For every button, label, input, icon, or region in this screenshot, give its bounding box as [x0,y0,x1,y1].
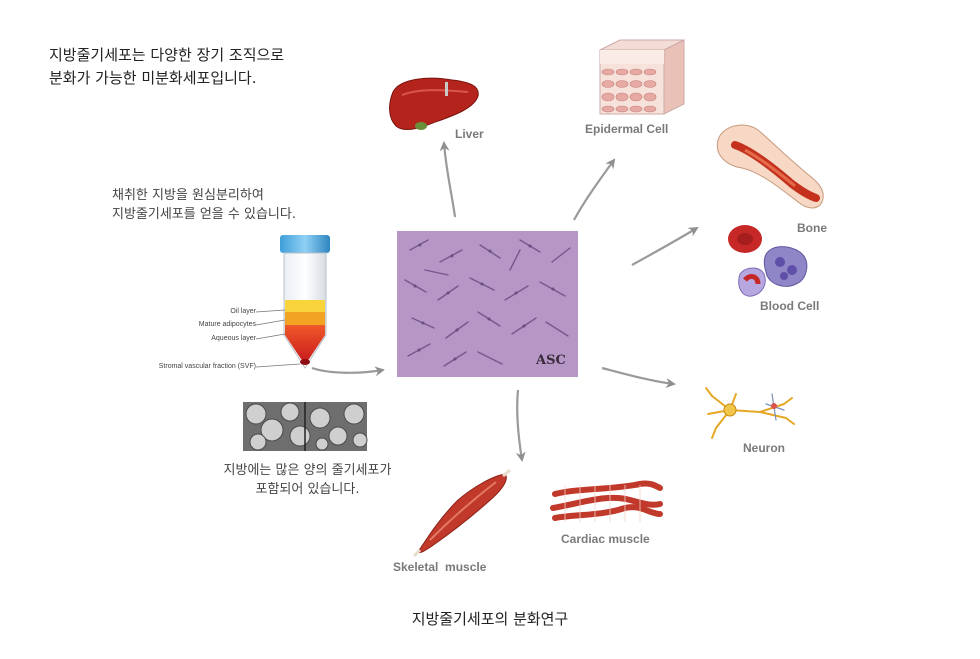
epidermal-image [599,39,685,115]
differentiation-arrows [311,141,699,462]
fat-note-line-1: 지방에는 많은 양의 줄기세포가 [223,463,392,478]
asc-label: ASC [536,353,566,368]
label-neuron: Neuron [743,441,785,455]
label-cardiac-muscle: Cardiac muscle [561,532,650,546]
liver-image [389,77,479,131]
intro-text: 지방줄기세포는 다양한 장기 조직으로 분화가 가능한 미분화세포입니다. [49,44,284,90]
cardiac-muscle-image [550,480,663,522]
tube-leader-lines [255,309,301,368]
arrow-tube-to-asc [311,366,385,377]
label-oil-layer: Oil layer [230,308,256,315]
harvest-note-line-1: 채취한 지방을 원심분리하여 [112,188,264,203]
fat-note-line-2: 포함되어 있습니다. [255,482,360,497]
label-blood-cell: Blood Cell [760,299,820,313]
asc-micrograph [397,231,578,377]
arrow-to-bone [631,226,699,266]
aqueous-layer [285,325,325,365]
label-aqueous-layer: Aqueous layer [211,335,256,342]
arrow-to-neuron [601,366,676,388]
harvest-note-line-2: 지방줄기세포를 얻을 수 있습니다. [112,207,296,222]
tube-cap [280,235,330,253]
arrow-to-muscle [515,389,526,462]
bone-image [716,124,824,209]
centrifuge-tube [280,235,330,369]
fat-sem-image [243,402,368,451]
label-epidermal-cell: Epidermal Cell [585,122,669,136]
svf-pellet [300,359,310,365]
fat-note: 지방에는 많은 양의 줄기세포가 포함되어 있습니다. [205,461,410,499]
blood-cells-image [728,225,808,297]
intro-line-1: 지방줄기세포는 다양한 장기 조직으로 [49,46,285,64]
oil-layer [285,300,325,312]
label-liver: Liver [455,127,484,141]
label-mature-adipocytes: Mature adipocytes [198,321,256,328]
label-bone: Bone [797,221,827,235]
label-skeletal-muscle: Skeletal muscle [393,560,487,574]
harvest-note: 채취한 지방을 원심분리하여 지방줄기세포를 얻을 수 있습니다. [112,186,296,224]
arrow-to-epidermal [573,158,616,221]
label-svf: Stromal vascular fraction (SVF) [158,363,256,370]
neuron-image [705,387,795,439]
arrow-to-liver [439,141,457,218]
intro-line-2: 분화가 가능한 미분화세포입니다. [49,69,257,87]
adipocyte-layer [285,312,325,325]
figure-caption: 지방줄기세포의 분화연구 [411,610,569,628]
skeletal-muscle-image [412,468,511,558]
